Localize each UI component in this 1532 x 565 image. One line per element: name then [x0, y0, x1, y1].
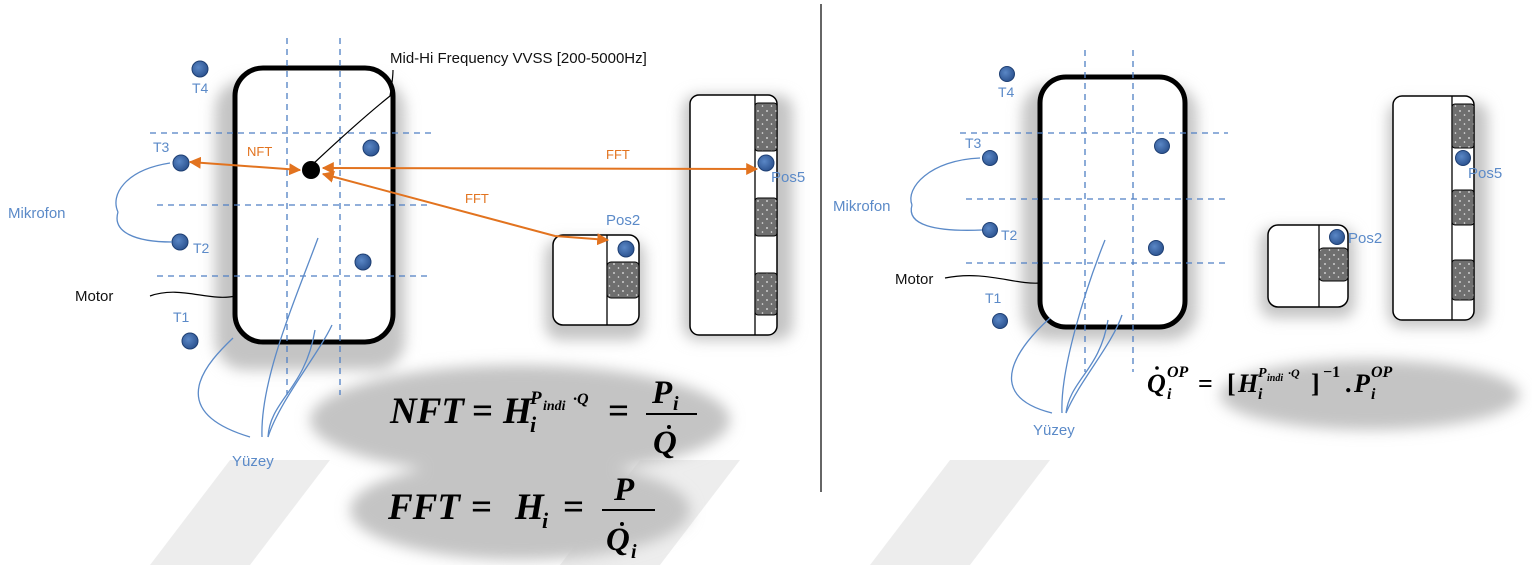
- svg-text:i: i: [542, 508, 549, 533]
- right-device-small: [1267, 224, 1349, 308]
- equation-op: Q i OP = [ H i P indi ·Q ] −1 . P i OP: [1147, 364, 1393, 403]
- label-motor: Motor: [75, 288, 113, 305]
- svg-text:OP: OP: [1167, 364, 1189, 381]
- svg-text:i: i: [673, 393, 679, 415]
- right-motor-body: [1037, 74, 1188, 330]
- right-sensors: [982, 66, 1471, 329]
- fft-arrow-pos2: [321, 170, 610, 246]
- label-pos5: Pos5: [771, 169, 805, 186]
- svg-text:indi: indi: [543, 399, 566, 414]
- svg-text:H: H: [502, 391, 533, 432]
- svg-text:P: P: [529, 388, 542, 409]
- svg-text:FFT: FFT: [387, 487, 461, 528]
- svg-text:−1: −1: [1323, 364, 1340, 381]
- sensor-pos5: [1455, 150, 1471, 166]
- svg-text:P: P: [1353, 369, 1371, 398]
- sensor-t3: [982, 150, 998, 166]
- sensor-t3: [172, 154, 190, 172]
- svg-text:Q: Q: [1147, 369, 1166, 398]
- label-t4: T4: [192, 80, 209, 96]
- label-fft-arrow-2: FFT: [465, 191, 489, 206]
- svg-text:=: =: [472, 391, 493, 432]
- left-leader-lines: [115, 162, 333, 438]
- label-t2: T2: [1001, 227, 1018, 243]
- left-sensors: [171, 60, 775, 350]
- sensor-surface-1: [362, 139, 380, 157]
- sensor-t4: [999, 66, 1015, 82]
- sensor-t1: [181, 332, 199, 350]
- svg-text:=: =: [608, 391, 629, 432]
- svg-text:H: H: [514, 487, 545, 528]
- sensor-surface-2: [354, 253, 372, 271]
- svg-text:OP: OP: [1371, 364, 1393, 381]
- sensor-pos2: [1329, 229, 1345, 245]
- sensor-surface-1: [1154, 138, 1170, 154]
- right-dashed-grid: [960, 50, 1228, 372]
- sensor-t4: [191, 60, 209, 78]
- label-t2: T2: [193, 240, 210, 256]
- svg-text:[: [: [1227, 369, 1236, 398]
- left-device-tall: [689, 94, 778, 336]
- label-mikrofon: Mikrofon: [833, 198, 891, 215]
- svg-text:=: =: [471, 487, 492, 528]
- left-motor-leader: [149, 291, 236, 298]
- right-leader-lines: [910, 157, 1123, 414]
- label-mikrofon: Mikrofon: [8, 205, 66, 222]
- source-label: Mid-Hi Frequency VVSS [200-5000Hz]: [390, 50, 647, 67]
- svg-text:Q: Q: [653, 425, 677, 461]
- sensor-pos2: [617, 240, 635, 258]
- label-t3: T3: [965, 135, 982, 151]
- svg-text:·Q: ·Q: [573, 391, 589, 408]
- fft-arrow-pos5: [321, 162, 759, 175]
- svg-text:i: i: [1371, 386, 1376, 403]
- sensor-t2: [171, 233, 189, 251]
- svg-text:i: i: [631, 541, 637, 563]
- svg-text:i: i: [1258, 386, 1263, 403]
- svg-text:P: P: [651, 375, 673, 411]
- right-panel: T4 T3 T2 T1 Mikrofon Motor Yüzey Pos2 Po…: [833, 50, 1520, 439]
- sensor-surface-2: [1148, 240, 1164, 256]
- svg-text:.: .: [1345, 369, 1352, 398]
- label-yuzey: Yüzey: [232, 453, 274, 470]
- left-source-point: [302, 161, 320, 179]
- sensor-t1: [992, 313, 1008, 329]
- label-t1: T1: [173, 309, 190, 325]
- svg-text:·Q: ·Q: [1288, 366, 1300, 380]
- svg-text:H: H: [1237, 369, 1259, 398]
- svg-text:i: i: [1167, 386, 1172, 403]
- svg-text:NFT: NFT: [389, 391, 465, 432]
- right-motor-leader: [944, 275, 1041, 284]
- svg-text:=: =: [563, 487, 584, 528]
- svg-text:P: P: [1258, 366, 1267, 381]
- svg-text:]: ]: [1311, 369, 1320, 398]
- label-t4: T4: [998, 84, 1015, 100]
- sensor-t2: [982, 222, 998, 238]
- nft-arrow: [188, 156, 302, 176]
- equation-nft: NFT = H i P indi ·Q = P i Q: [389, 375, 697, 461]
- label-nft-arrow: NFT: [247, 144, 272, 159]
- svg-text:=: =: [1198, 369, 1213, 398]
- right-device-tall: [1392, 95, 1475, 321]
- label-fft-arrow-1: FFT: [606, 147, 630, 162]
- label-yuzey: Yüzey: [1033, 422, 1075, 439]
- equation-fft: FFT = H i = P Q i: [387, 472, 655, 563]
- label-pos2: Pos2: [1348, 230, 1382, 247]
- label-pos5: Pos5: [1468, 165, 1502, 182]
- svg-text:indi: indi: [1267, 373, 1283, 384]
- svg-text:i: i: [530, 412, 537, 437]
- left-panel: Mid-Hi Frequency VVSS [200-5000Hz] T4 T3…: [8, 38, 805, 563]
- label-motor: Motor: [895, 271, 933, 288]
- svg-text:Q: Q: [606, 522, 630, 558]
- label-t1: T1: [985, 290, 1002, 306]
- left-source-leader: [312, 69, 394, 165]
- label-pos2: Pos2: [606, 212, 640, 229]
- left-arrows: [188, 156, 759, 246]
- svg-text:P: P: [613, 472, 635, 508]
- label-t3: T3: [153, 139, 170, 155]
